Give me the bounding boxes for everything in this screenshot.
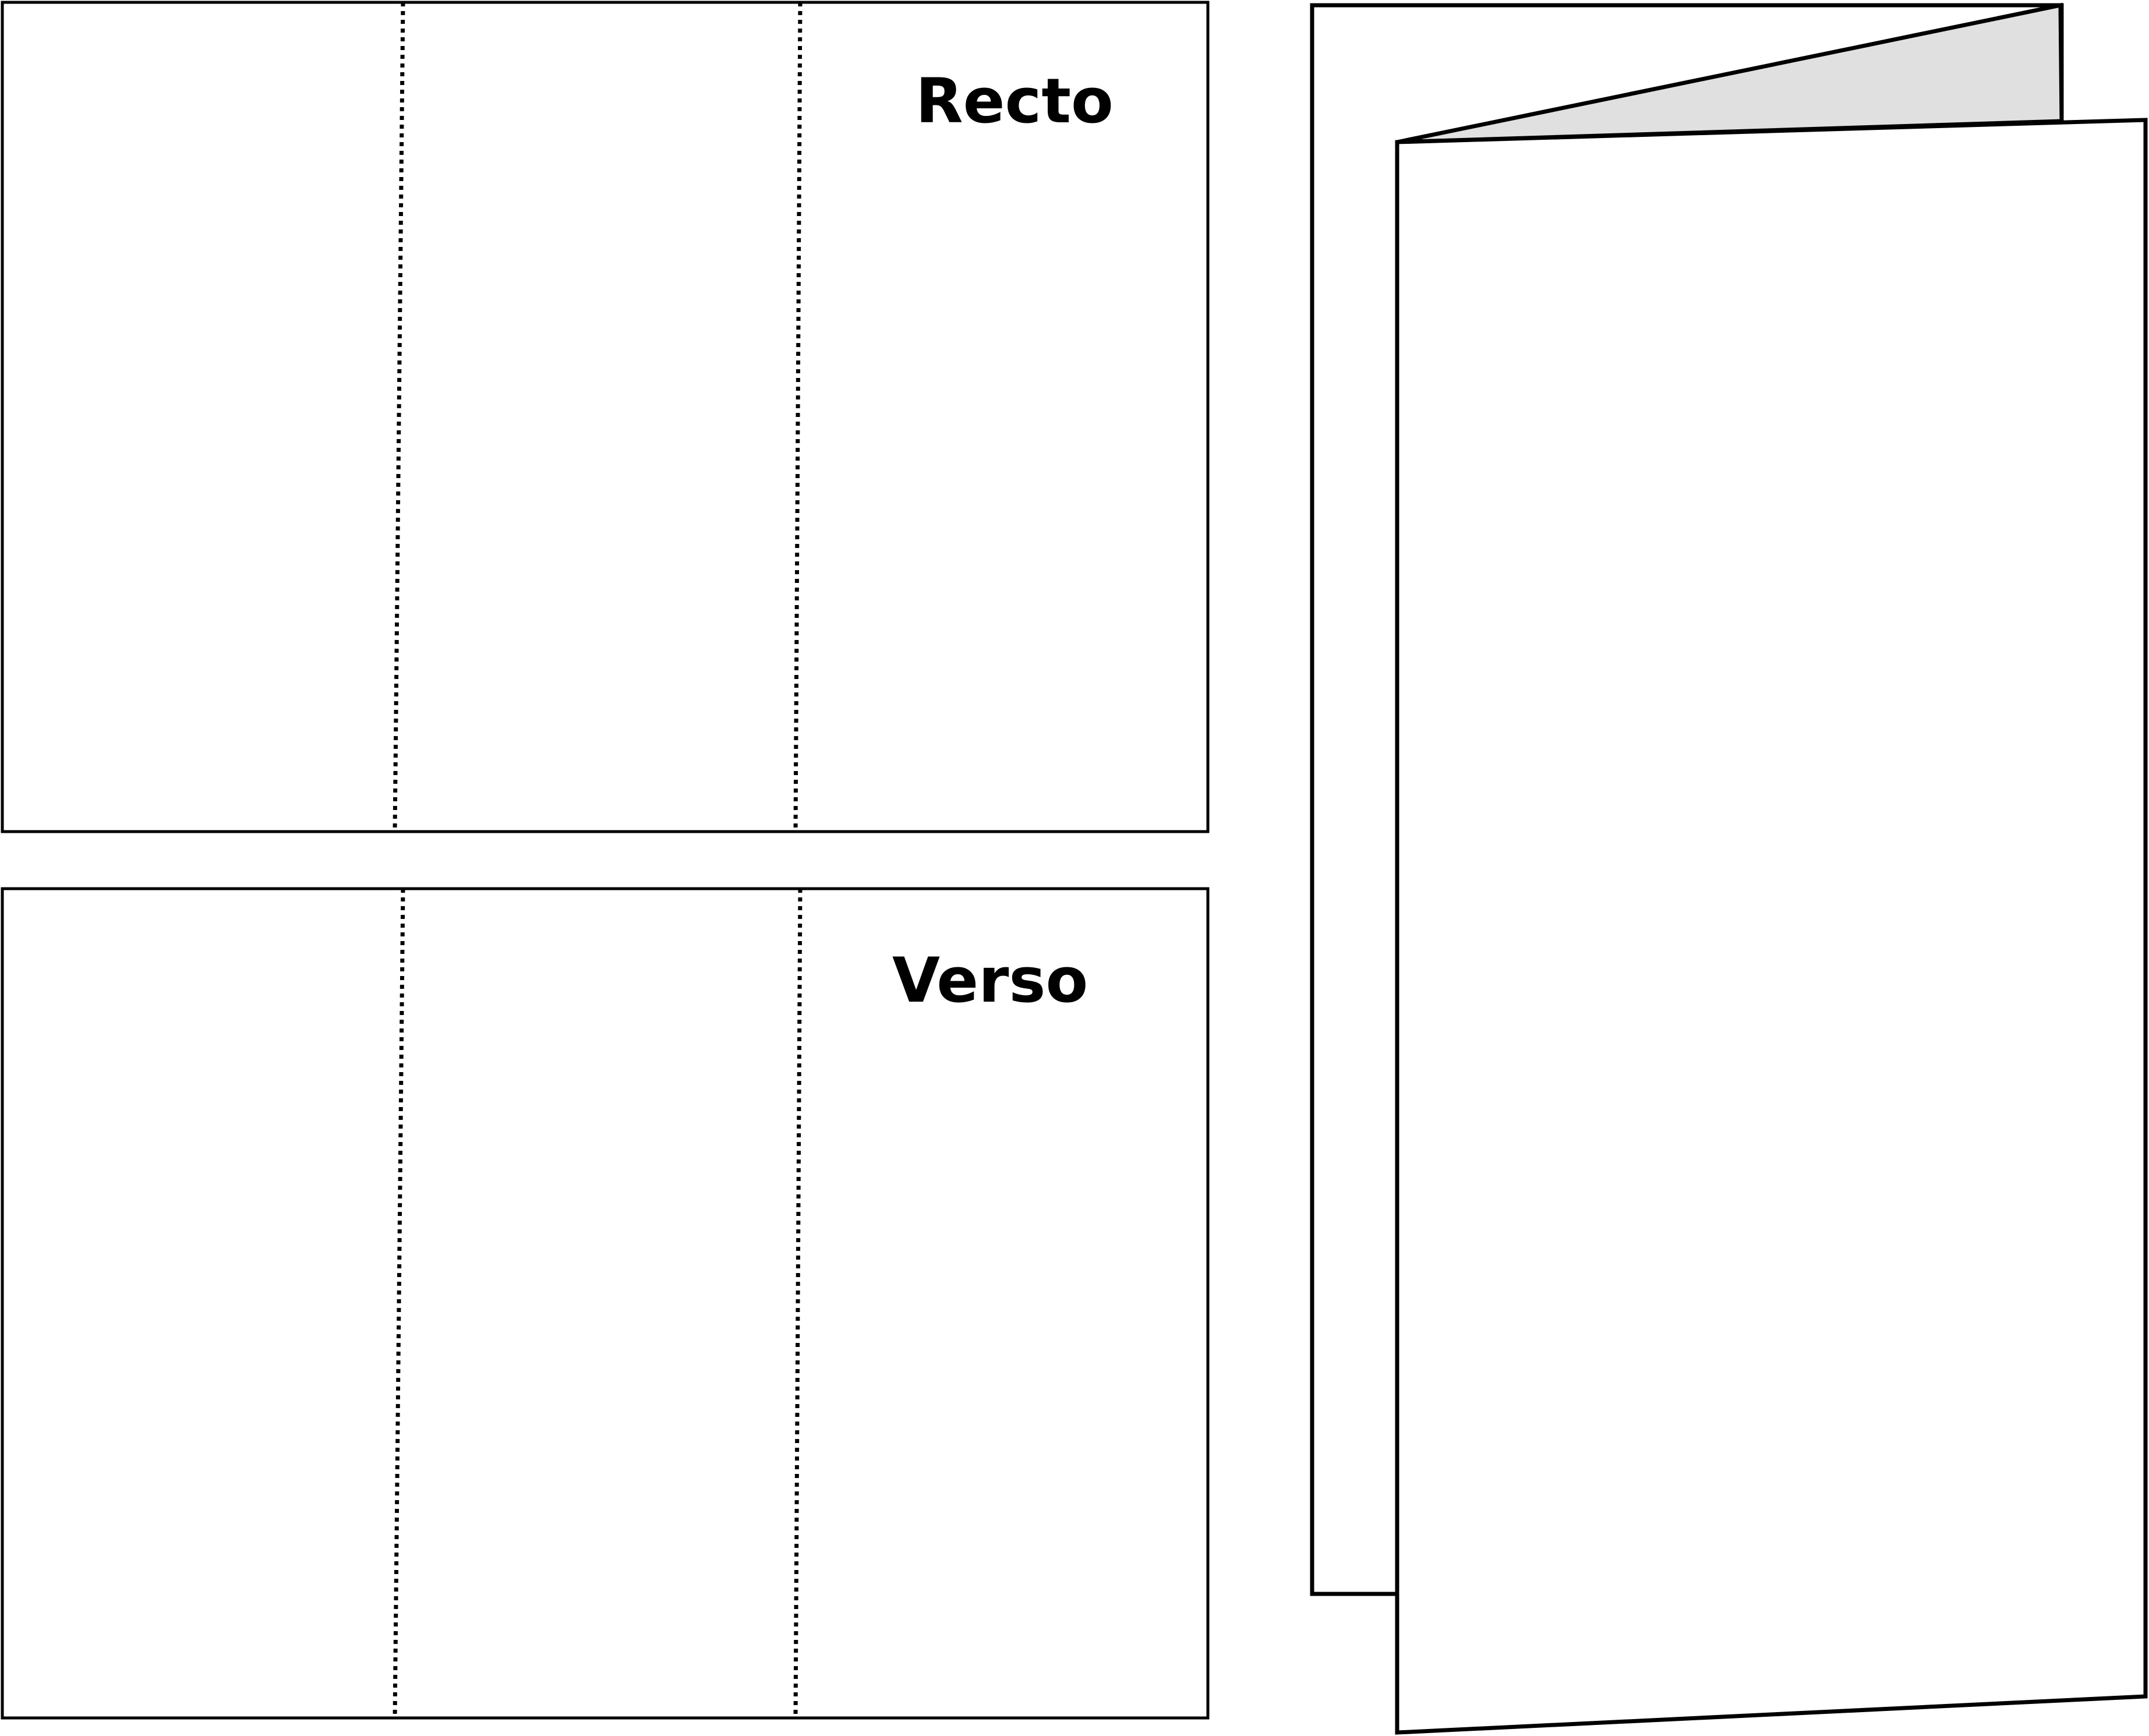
recto-fold-line-left xyxy=(393,2,405,832)
verso-label: Verso xyxy=(892,945,1088,1016)
recto-fold-line-right xyxy=(793,2,803,832)
front-panel xyxy=(1395,118,2148,1735)
verso-sheet-outline xyxy=(1,887,1210,1720)
verso-fold-line-left xyxy=(393,888,405,1719)
verso-fold-line-right xyxy=(793,888,803,1719)
recto-label: Recto xyxy=(916,65,1114,137)
recto-sheet: Recto xyxy=(1,1,1210,833)
folded-brochure xyxy=(1310,2,2148,1735)
verso-sheet: Verso xyxy=(1,887,1210,1720)
recto-sheet-outline xyxy=(1,1,1210,833)
